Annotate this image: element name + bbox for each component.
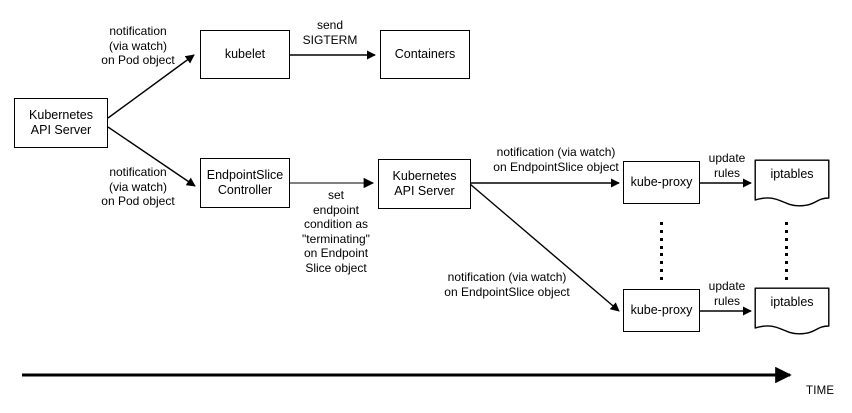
node-kubernetes-api-server-mid[interactable]: Kubernetes API Server	[378, 159, 471, 209]
ellipsis-kube-proxy	[655, 222, 667, 280]
ellipsis-dot	[784, 276, 788, 280]
ellipsis-dot	[659, 269, 663, 273]
ellipsis-dot	[659, 261, 663, 265]
node-kube-proxy-bottom[interactable]: kube-proxy	[623, 289, 700, 332]
document-shape-icon	[754, 287, 830, 335]
ellipsis-dot	[784, 245, 788, 249]
connector-apiserver-to-kubeproxy-bottom	[469, 183, 620, 312]
node-endpointslice-controller[interactable]: EndpointSlice Controller	[200, 158, 290, 208]
ellipsis-dot	[659, 245, 663, 249]
node-kubelet[interactable]: kubelet	[200, 30, 290, 79]
edge-label-notify-kubelet: notification (via watch) on Pod object	[101, 24, 175, 67]
edge-label-update-rules-top: update rules	[708, 151, 746, 180]
ellipsis-dot	[784, 222, 788, 225]
ellipsis-dot	[659, 222, 663, 225]
node-kube-proxy-top[interactable]: kube-proxy	[623, 161, 700, 204]
node-iptables-bottom[interactable]: iptables	[754, 287, 830, 335]
ellipsis-iptables	[780, 222, 792, 280]
ellipsis-dot	[659, 237, 663, 241]
edge-label-notify-endpointslice-controller: notification (via watch) on Pod object	[101, 165, 175, 208]
connector-apiserver-to-endpointslice-controller	[107, 126, 196, 187]
node-iptables-bottom-label: iptables	[770, 295, 814, 309]
ellipsis-dot	[784, 261, 788, 265]
ellipsis-dot	[784, 269, 788, 273]
edge-label-send-sigterm: send SIGTERM	[302, 18, 358, 47]
ellipsis-dot	[784, 237, 788, 241]
node-containers[interactable]: Containers	[380, 30, 470, 79]
edge-label-update-rules-bottom: update rules	[708, 279, 746, 308]
ellipsis-dot	[659, 229, 663, 233]
time-axis-label: TIME	[806, 385, 835, 397]
connector-apiserver-to-kubelet	[107, 54, 195, 119]
edge-label-set-endpoint-condition: set endpoint condition as "terminating" …	[302, 188, 370, 275]
ellipsis-dot	[784, 229, 788, 233]
ellipsis-dot	[659, 253, 663, 257]
ellipsis-dot	[784, 253, 788, 257]
document-shape-icon	[754, 159, 830, 207]
node-iptables-top[interactable]: iptables	[754, 159, 830, 207]
ellipsis-dot	[659, 276, 663, 280]
edge-label-notify-kube-proxy-bottom: notification (via watch) on EndpointSlic…	[444, 270, 570, 299]
edge-label-notify-kube-proxy-top: notification (via watch) on EndpointSlic…	[493, 145, 619, 174]
node-iptables-top-label: iptables	[770, 167, 814, 181]
node-kubernetes-api-server-left[interactable]: Kubernetes API Server	[14, 98, 108, 148]
